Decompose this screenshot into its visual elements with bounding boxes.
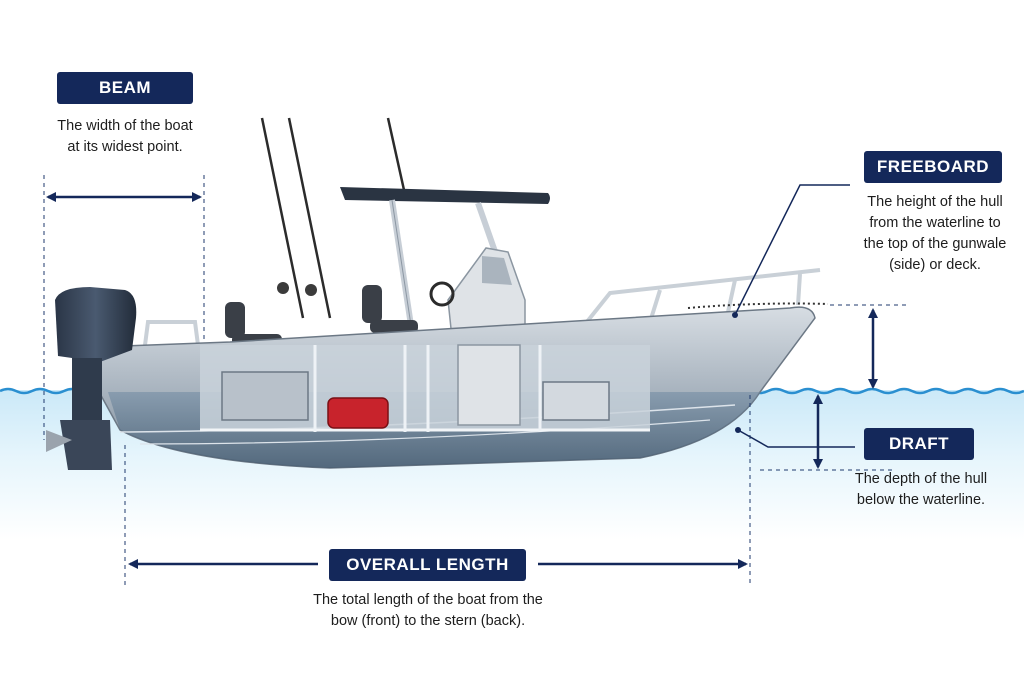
freeboard-description-line: (side) or deck. [846,255,1024,276]
draft-description-line: The depth of the hull [838,469,1004,490]
overall-length-label: OVERALL LENGTH [329,549,526,581]
draft-description-line: below the waterline. [838,490,1004,511]
overall-length-description-line: The total length of the boat from the [252,590,604,611]
freeboard-description-line: the top of the gunwale [846,234,1024,255]
draft-description: The depth of the hull below the waterlin… [838,469,1004,511]
freeboard-description: The height of the hull from the waterlin… [846,192,1024,276]
interior-cutaway [200,345,650,432]
beam-description: The width of the boat at its widest poin… [20,116,230,158]
freeboard-leader [735,185,850,315]
freeboard-label: FREEBOARD [864,151,1002,183]
beam-label: BEAM [57,72,193,104]
stern-rail [145,322,198,345]
overall-length-description: The total length of the boat from the bo… [252,590,604,632]
anchor-line [688,304,828,309]
draft-leader-dot [735,427,741,433]
freeboard-description-line: from the waterline to [846,213,1024,234]
beam-description-line: at its widest point. [20,137,230,158]
draft-label: DRAFT [864,428,974,460]
overall-length-description-line: bow (front) to the stern (back). [252,611,604,632]
fuel-tank [328,398,388,428]
freeboard-description-line: The height of the hull [846,192,1024,213]
freeboard-leader-dot [732,312,738,318]
beam-description-line: The width of the boat [20,116,230,137]
